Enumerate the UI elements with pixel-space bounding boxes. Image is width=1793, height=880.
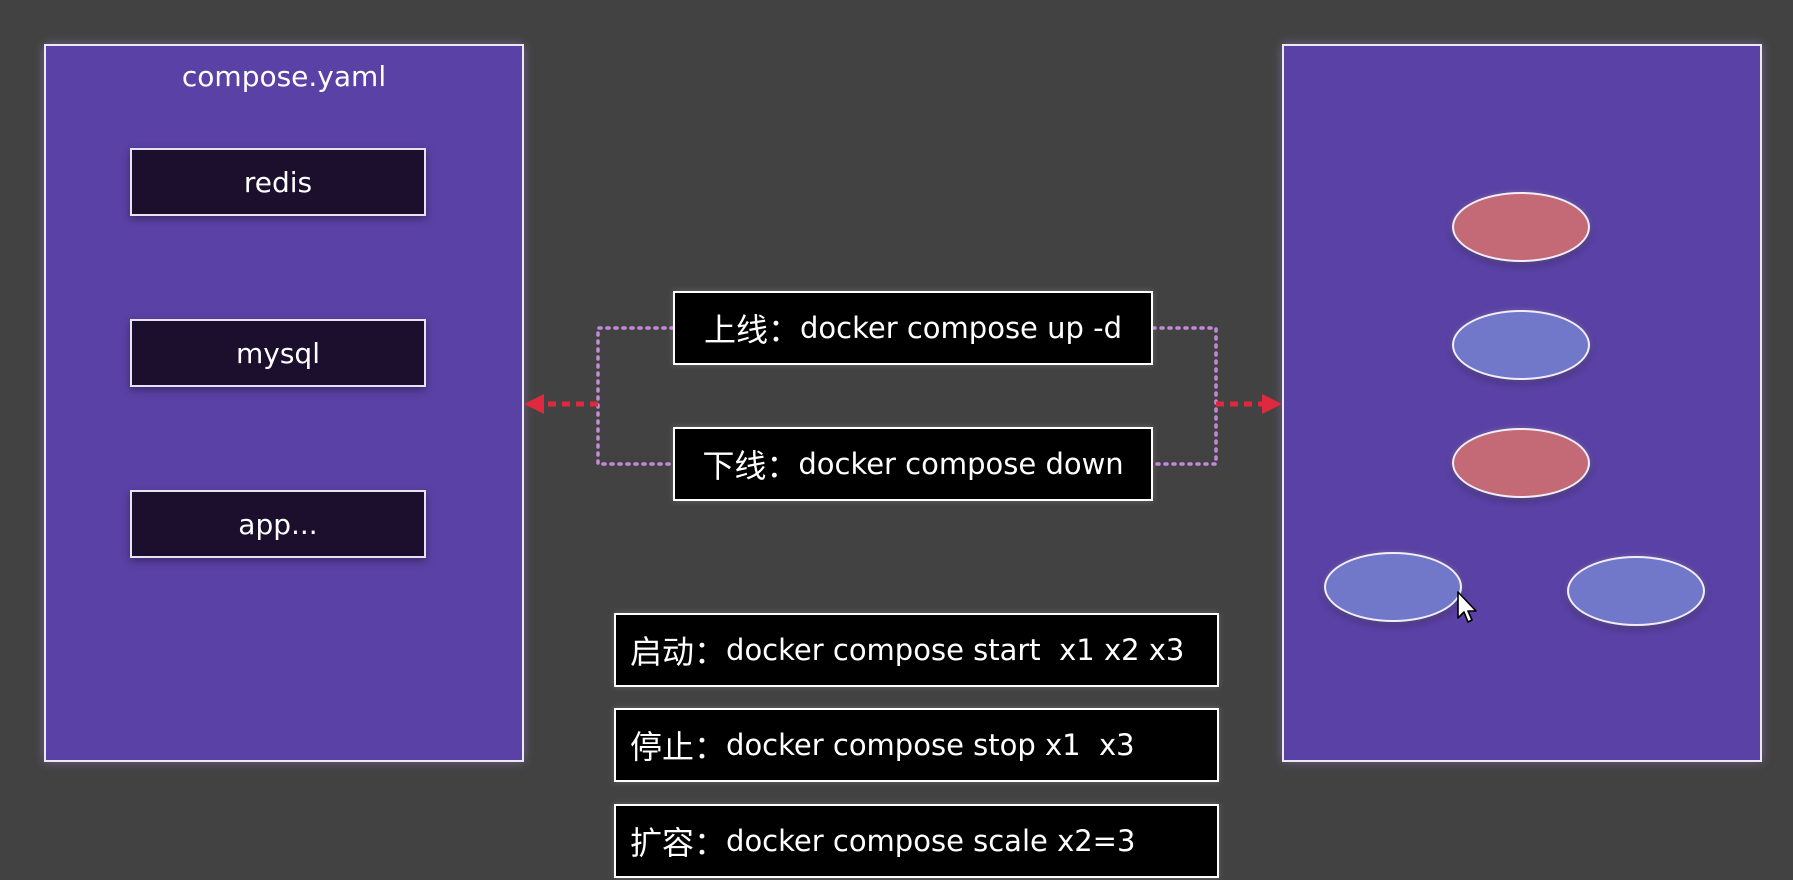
arrow-left-icon [524, 394, 598, 414]
service-redis: redis [130, 148, 426, 216]
command-up-separator: ： [768, 311, 801, 349]
command-start-label: 启动 [630, 633, 695, 671]
mouse-cursor-icon [1457, 591, 1477, 623]
command-start-text: docker compose start x1 x2 x3 [726, 633, 1185, 667]
command-scale-label: 扩容 [630, 824, 695, 862]
arrow-right-icon [1216, 394, 1282, 414]
command-up: 上线：docker compose up -d [673, 291, 1153, 365]
container-2 [1452, 310, 1590, 380]
left-dotted-connector [596, 326, 675, 466]
command-scale-separator: ： [694, 824, 727, 862]
command-stop: 停止：docker compose stop x1 x3 [614, 708, 1219, 782]
right-dotted-connector [1151, 326, 1218, 466]
command-stop-separator: ： [694, 728, 727, 766]
container-1 [1452, 192, 1590, 262]
command-up-label: 上线 [703, 311, 768, 349]
compose-file-title: compose.yaml [181, 60, 387, 93]
command-down-text: docker compose down [798, 447, 1124, 481]
command-scale-text: docker compose scale x2=3 [726, 824, 1136, 858]
container-5 [1567, 556, 1705, 626]
command-start-separator: ： [694, 633, 727, 671]
command-down-separator: ： [766, 447, 799, 485]
command-stop-label: 停止 [630, 728, 695, 766]
command-start: 启动：docker compose start x1 x2 x3 [614, 613, 1219, 687]
compose-file-panel: compose.yaml redis mysql app... [44, 44, 524, 762]
command-scale: 扩容：docker compose scale x2=3 [614, 804, 1219, 878]
containers-panel [1282, 44, 1762, 762]
command-stop-text: docker compose stop x1 x3 [726, 728, 1135, 762]
command-down: 下线：docker compose down [673, 427, 1153, 501]
command-down-label: 下线 [702, 447, 767, 485]
service-mysql: mysql [130, 319, 426, 387]
command-up-text: docker compose up -d [800, 311, 1122, 345]
container-4 [1324, 552, 1462, 622]
service-app: app... [130, 490, 426, 558]
container-3 [1452, 428, 1590, 498]
